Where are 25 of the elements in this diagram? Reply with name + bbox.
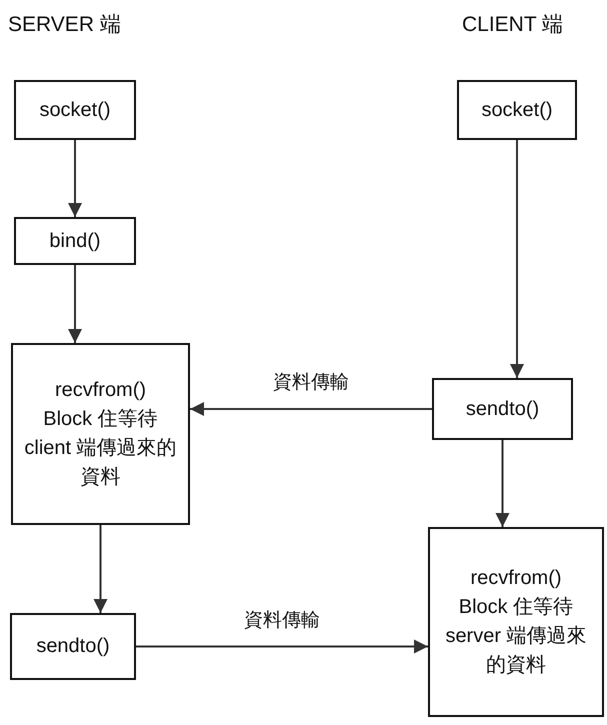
- box-text: sendto(): [466, 396, 540, 422]
- arrow: [68, 265, 82, 343]
- column-heading: CLIENT 端: [462, 12, 564, 38]
- box-text: Block 住等待 server 端傳過來的資料: [444, 595, 588, 678]
- process-box: [14, 217, 136, 265]
- process-box: [457, 80, 577, 140]
- column-heading: SERVER 端: [8, 12, 121, 38]
- process-box: [432, 378, 573, 440]
- box-text: recvfrom(): [470, 566, 562, 591]
- process-box: [10, 613, 136, 680]
- process-box: [11, 343, 190, 525]
- arrow: [510, 140, 524, 378]
- arrow: [190, 402, 432, 416]
- box-text: Block 住等待 client 端傳過來的資料: [23, 407, 178, 490]
- box-text: socket(): [481, 98, 553, 122]
- arrow: [136, 640, 428, 654]
- arrow: [68, 140, 82, 217]
- box-text: bind(): [49, 228, 101, 254]
- box-text: sendto(): [36, 634, 110, 659]
- process-box: [14, 80, 136, 140]
- box-text: socket(): [39, 98, 111, 122]
- arrow: [94, 525, 108, 613]
- box-text: recvfrom(): [54, 378, 146, 403]
- arrow: [496, 440, 510, 527]
- process-box: [428, 527, 604, 717]
